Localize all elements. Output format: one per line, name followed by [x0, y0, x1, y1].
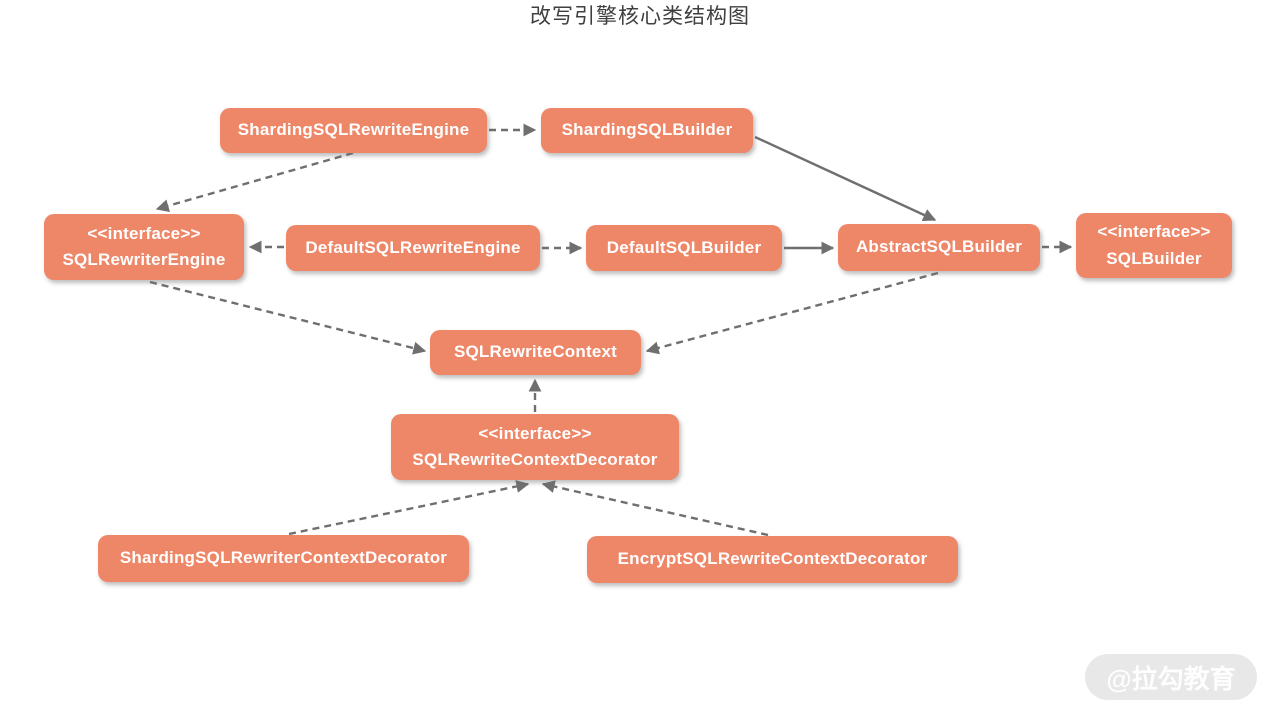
- class-node-default-sql-rewrite-engine: DefaultSQLRewriteEngine: [286, 225, 540, 271]
- edge-sharding_sql_rewrite_engine-to-sql_rewriter_engine: [155, 151, 354, 213]
- stereotype-label: <<interface>>: [478, 423, 592, 443]
- stereotype-label: <<interface>>: [1097, 222, 1211, 242]
- class-name-label: SQLRewriteContext: [453, 342, 618, 362]
- class-name-label: ShardingSQLRewriteEngine: [237, 120, 470, 140]
- interface-node-sql-rewriter-engine: <<interface>> SQLRewriterEngine: [44, 214, 244, 280]
- class-name-label: EncryptSQLRewriteContextDecorator: [617, 549, 928, 569]
- edge-encrypt_sql_rewrite_context_decorator-to-sql_rewrite_context_decorator: [541, 480, 769, 537]
- class-name-label: ShardingSQLRewriterContextDecorator: [119, 548, 448, 568]
- watermark-badge: @拉勾教育: [1085, 654, 1257, 700]
- class-name-label: ShardingSQLBuilder: [561, 120, 733, 140]
- class-node-sharding-sql-builder: ShardingSQLBuilder: [541, 108, 753, 153]
- class-name-label: AbstractSQLBuilder: [855, 237, 1023, 257]
- edge-sharding_sql_rewriter_context_decorator-to-sql_rewrite_context_decorator: [288, 480, 530, 536]
- diagram-caption: 改写引擎核心类结构图: [530, 5, 750, 28]
- edge-sql_rewriter_engine-to-sql_rewrite_context: [149, 280, 427, 355]
- class-name-label: DefaultSQLRewriteEngine: [305, 237, 521, 257]
- stereotype-label: <<interface>>: [87, 223, 201, 243]
- class-name-label: SQLBuilder: [1106, 248, 1202, 268]
- interface-node-sql-builder: <<interface>> SQLBuilder: [1076, 213, 1232, 278]
- class-node-sharding-sql-rewrite-engine: ShardingSQLRewriteEngine: [220, 108, 487, 153]
- class-node-default-sql-builder: DefaultSQLBuilder: [586, 225, 782, 271]
- class-name-label: SQLRewriterEngine: [62, 250, 226, 269]
- class-node-encrypt-sql-rewrite-context-decorator: EncryptSQLRewriteContextDecorator: [587, 536, 958, 583]
- class-node-sharding-sql-rewriter-context-decorator: ShardingSQLRewriterContextDecorator: [98, 535, 469, 582]
- class-name-label: SQLRewriteContextDecorator: [412, 450, 658, 469]
- class-name-label: DefaultSQLBuilder: [606, 237, 762, 257]
- interface-node-sql-rewrite-context-decorator: <<interface>> SQLRewriteContextDecorator: [391, 414, 679, 480]
- edge-abstract_sql_builder-to-sql_rewrite_context: [645, 271, 939, 355]
- class-node-abstract-sql-builder: AbstractSQLBuilder: [838, 224, 1040, 271]
- edge-sharding_sql_builder-to-abstract_sql_builder: [754, 135, 937, 222]
- class-node-sql-rewrite-context: SQLRewriteContext: [430, 330, 641, 375]
